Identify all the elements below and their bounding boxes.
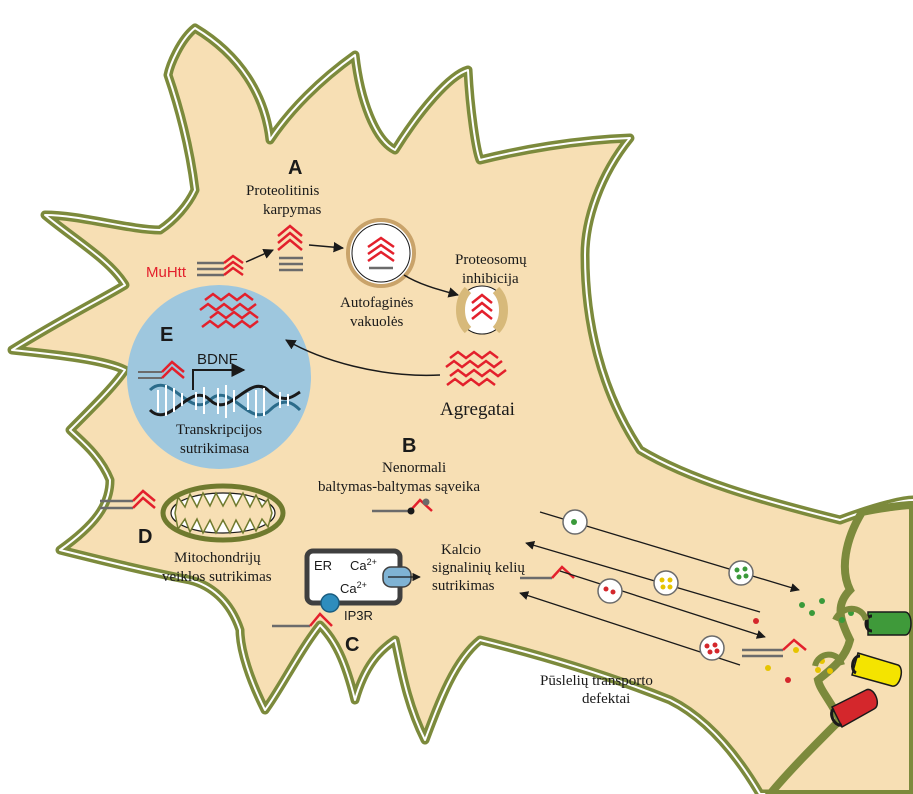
vesicle-red-2	[700, 636, 724, 660]
label-nenormali-1: Nenormali	[382, 460, 446, 476]
panel-label-a: A	[288, 157, 302, 179]
label-proteosomu-2: inhibicija	[462, 271, 519, 287]
label-transkripcijos-2: sutrikimasa	[180, 441, 249, 457]
label-agregatai: Agregatai	[440, 399, 515, 420]
vesicle-green-2	[729, 561, 753, 585]
label-bdnf: BDNF	[197, 351, 238, 368]
label-autofagines-1: Autofaginės	[340, 295, 413, 311]
panel-label-d: D	[138, 526, 152, 548]
label-mitochondriju-1: Mitochondrijų	[174, 550, 261, 566]
label-er: ER	[314, 558, 332, 573]
vesicle-yellow	[654, 571, 678, 595]
vesicle-red-1	[598, 579, 622, 603]
label-puslelu-2: defektai	[582, 691, 630, 707]
label-kalcio-3: sutrikimas	[432, 578, 495, 594]
autophagic-vacuole	[348, 220, 414, 286]
label-mitochondriju-2: veiklos sutrikimas	[162, 569, 272, 585]
label-proteosomu-1: Proteosomų	[455, 252, 527, 268]
label-muhtt: MuHtt	[146, 264, 187, 281]
label-kalcio-2: signalinių kelių	[432, 560, 525, 576]
vesicle-green-1	[563, 510, 587, 534]
label-proteolitinis-1: Proteolitinis	[246, 183, 320, 199]
panel-label-c: C	[345, 634, 359, 656]
panel-label-b: B	[402, 435, 416, 457]
receptor-green	[866, 612, 911, 635]
label-autofagines-2: vakuolės	[350, 314, 403, 330]
label-puslelu-1: Pūslelių transporto	[540, 673, 653, 689]
label-nenormali-2: baltymas-baltymas sąveika	[318, 479, 480, 495]
label-ip3r: IP3R	[344, 608, 373, 623]
panel-label-e: E	[160, 324, 173, 346]
label-transkripcijos-1: Transkripcijos	[176, 422, 262, 438]
label-proteolitinis-2: karpymas	[263, 202, 321, 218]
proteasome	[458, 286, 506, 334]
label-kalcio-1: Kalcio	[441, 542, 481, 558]
